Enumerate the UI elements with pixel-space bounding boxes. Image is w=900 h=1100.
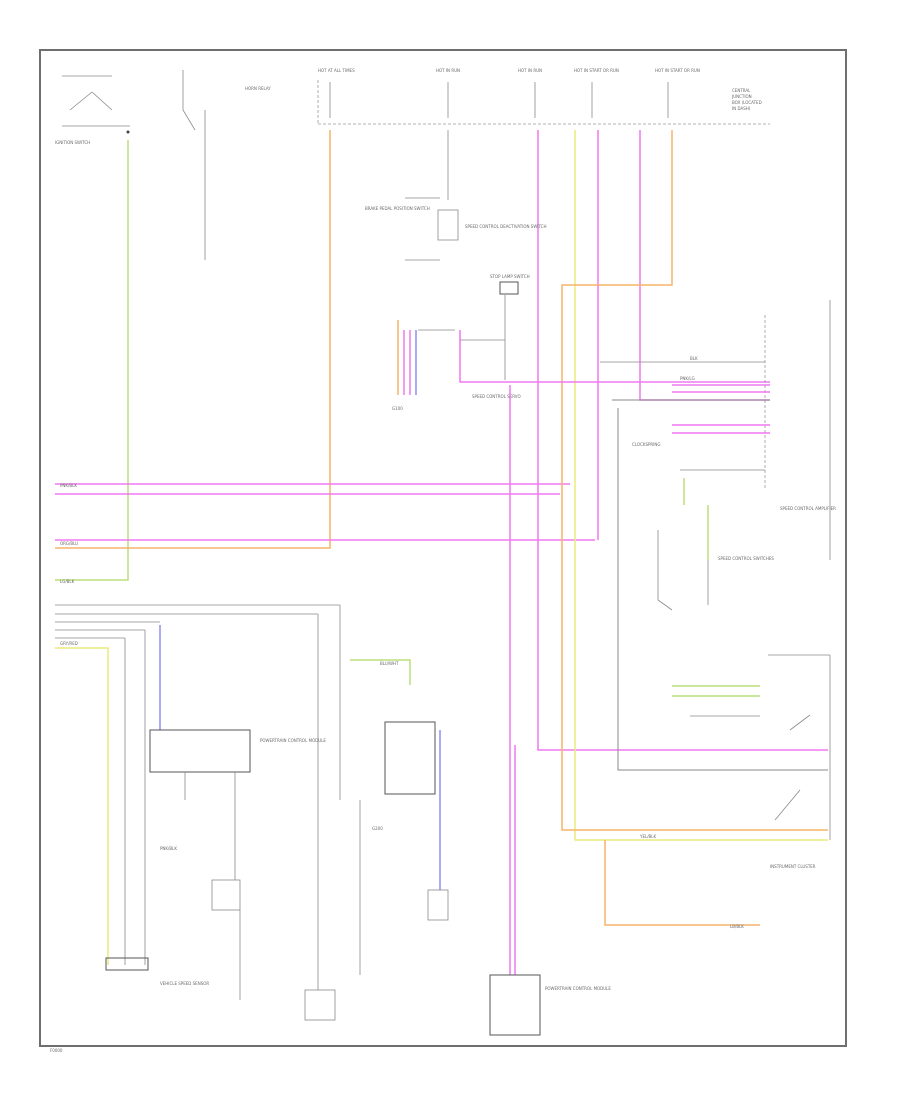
wire-pink-fuse3 [537, 130, 828, 751]
wire-pink-fuse5 [639, 130, 770, 401]
pcm-module: POWERTRAIN CONTROL MODULE PNK/BLK [149, 729, 326, 1000]
fuse-5: HOT IN START OR RUN [655, 68, 700, 118]
instrument-cluster-label: INSTRUMENT CLUSTER [770, 864, 816, 869]
brake-switch-label: BRAKE PEDAL POSITION SWITCH [365, 206, 430, 211]
wire-label-6: BLK [690, 356, 698, 361]
fuse-3: HOT IN RUN [518, 68, 542, 118]
fuse-panel-label-3: BOX (LOCATED [732, 100, 762, 105]
wire-label-5: PNK/LG [680, 376, 695, 381]
servo-lower: G200 [304, 605, 449, 1021]
fuse-panel-label-4: IN DASH) [732, 106, 751, 111]
g200-label: G200 [372, 826, 383, 831]
fuse-1: HOT AT ALL TIMES [318, 68, 355, 118]
svg-text:HOT IN RUN: HOT IN RUN [518, 68, 542, 73]
lower-left-harness: VEHICLE SPEED SENSOR [55, 604, 340, 986]
wire-label-8: LB/BLK [730, 924, 744, 929]
vss-label: VEHICLE SPEED SENSOR [160, 981, 209, 986]
wire-label-2: ORG/BLU [60, 541, 78, 546]
wire-label-4: YEL/BLK [639, 834, 657, 839]
wire-ygreen-left [55, 140, 129, 581]
wire-orange-bottom [604, 840, 760, 926]
fuse-4: HOT IN START OR RUN [574, 68, 619, 118]
wire-orange-fuse5 [561, 130, 828, 831]
bottom-module: POWERTRAIN CONTROL MODULE [489, 974, 611, 1036]
g100-label: G100 [392, 406, 403, 411]
svg-text:HOT IN START OR RUN: HOT IN START OR RUN [655, 68, 700, 73]
fuse-panel-label-2: JUNCTION [731, 94, 752, 99]
svg-text:HOT AT ALL TIMES: HOT AT ALL TIMES [318, 68, 355, 73]
fuse-panel: HOT AT ALL TIMES HOT IN RUN HOT IN RUN H… [317, 68, 770, 125]
wire-label-1: PNK/BLK [60, 483, 77, 488]
pcm-label: POWERTRAIN CONTROL MODULE [260, 738, 326, 743]
deactivation-switch-label: SPEED CONTROL DEACTIVATION SWITCH [465, 224, 546, 229]
svg-text:HOT IN START OR RUN: HOT IN START OR RUN [574, 68, 619, 73]
wire-yellow-fuse4 [574, 130, 828, 841]
switches-label: SPEED CONTROL SWITCHES [718, 556, 774, 561]
wire-label-7: GRY/RED [60, 641, 78, 646]
ignition-switch-label: IGNITION SWITCH [55, 140, 90, 145]
stop-lamp-switch-label: STOP LAMP SWITCH [490, 274, 530, 279]
amplifier-label: SPEED CONTROL AMPLIFIER [780, 506, 836, 511]
fuse-2: HOT IN RUN [436, 68, 460, 118]
clockspring-label: CLOCKSPRING [632, 442, 660, 447]
wire-label-9: BLU/WHT [380, 661, 399, 666]
wire-orange-1 [55, 130, 331, 549]
svg-text:HOT IN RUN: HOT IN RUN [436, 68, 460, 73]
ignition-switch: IGNITION SWITCH [55, 75, 130, 145]
frame-label: F0000 [50, 1048, 63, 1053]
right-connector: INSTRUMENT CLUSTER [672, 654, 831, 869]
speed-control-switches: SPEED CONTROL SWITCHES [657, 478, 774, 611]
bottom-module-label: POWERTRAIN CONTROL MODULE [545, 986, 611, 991]
pcm-wire-label: PNK/BLK [160, 846, 177, 851]
amplifier-harness: SPEED CONTROL AMPLIFIER CLOCKSPRING [600, 300, 836, 771]
diagram-frame [39, 49, 847, 1047]
fuse-panel-label: CENTRAL [732, 88, 751, 93]
servo-label: SPEED CONTROL SERVO [472, 394, 521, 399]
horn-relay-label: HORN RELAY [245, 86, 271, 91]
center-harness: G100 SPEED CONTROL SERVO [392, 295, 770, 411]
relay-upper: HORN RELAY [182, 70, 271, 260]
wire-label-3: LG/BLK [60, 579, 75, 584]
brake-switch-cluster: BRAKE PEDAL POSITION SWITCH SPEED CONTRO… [365, 130, 546, 295]
